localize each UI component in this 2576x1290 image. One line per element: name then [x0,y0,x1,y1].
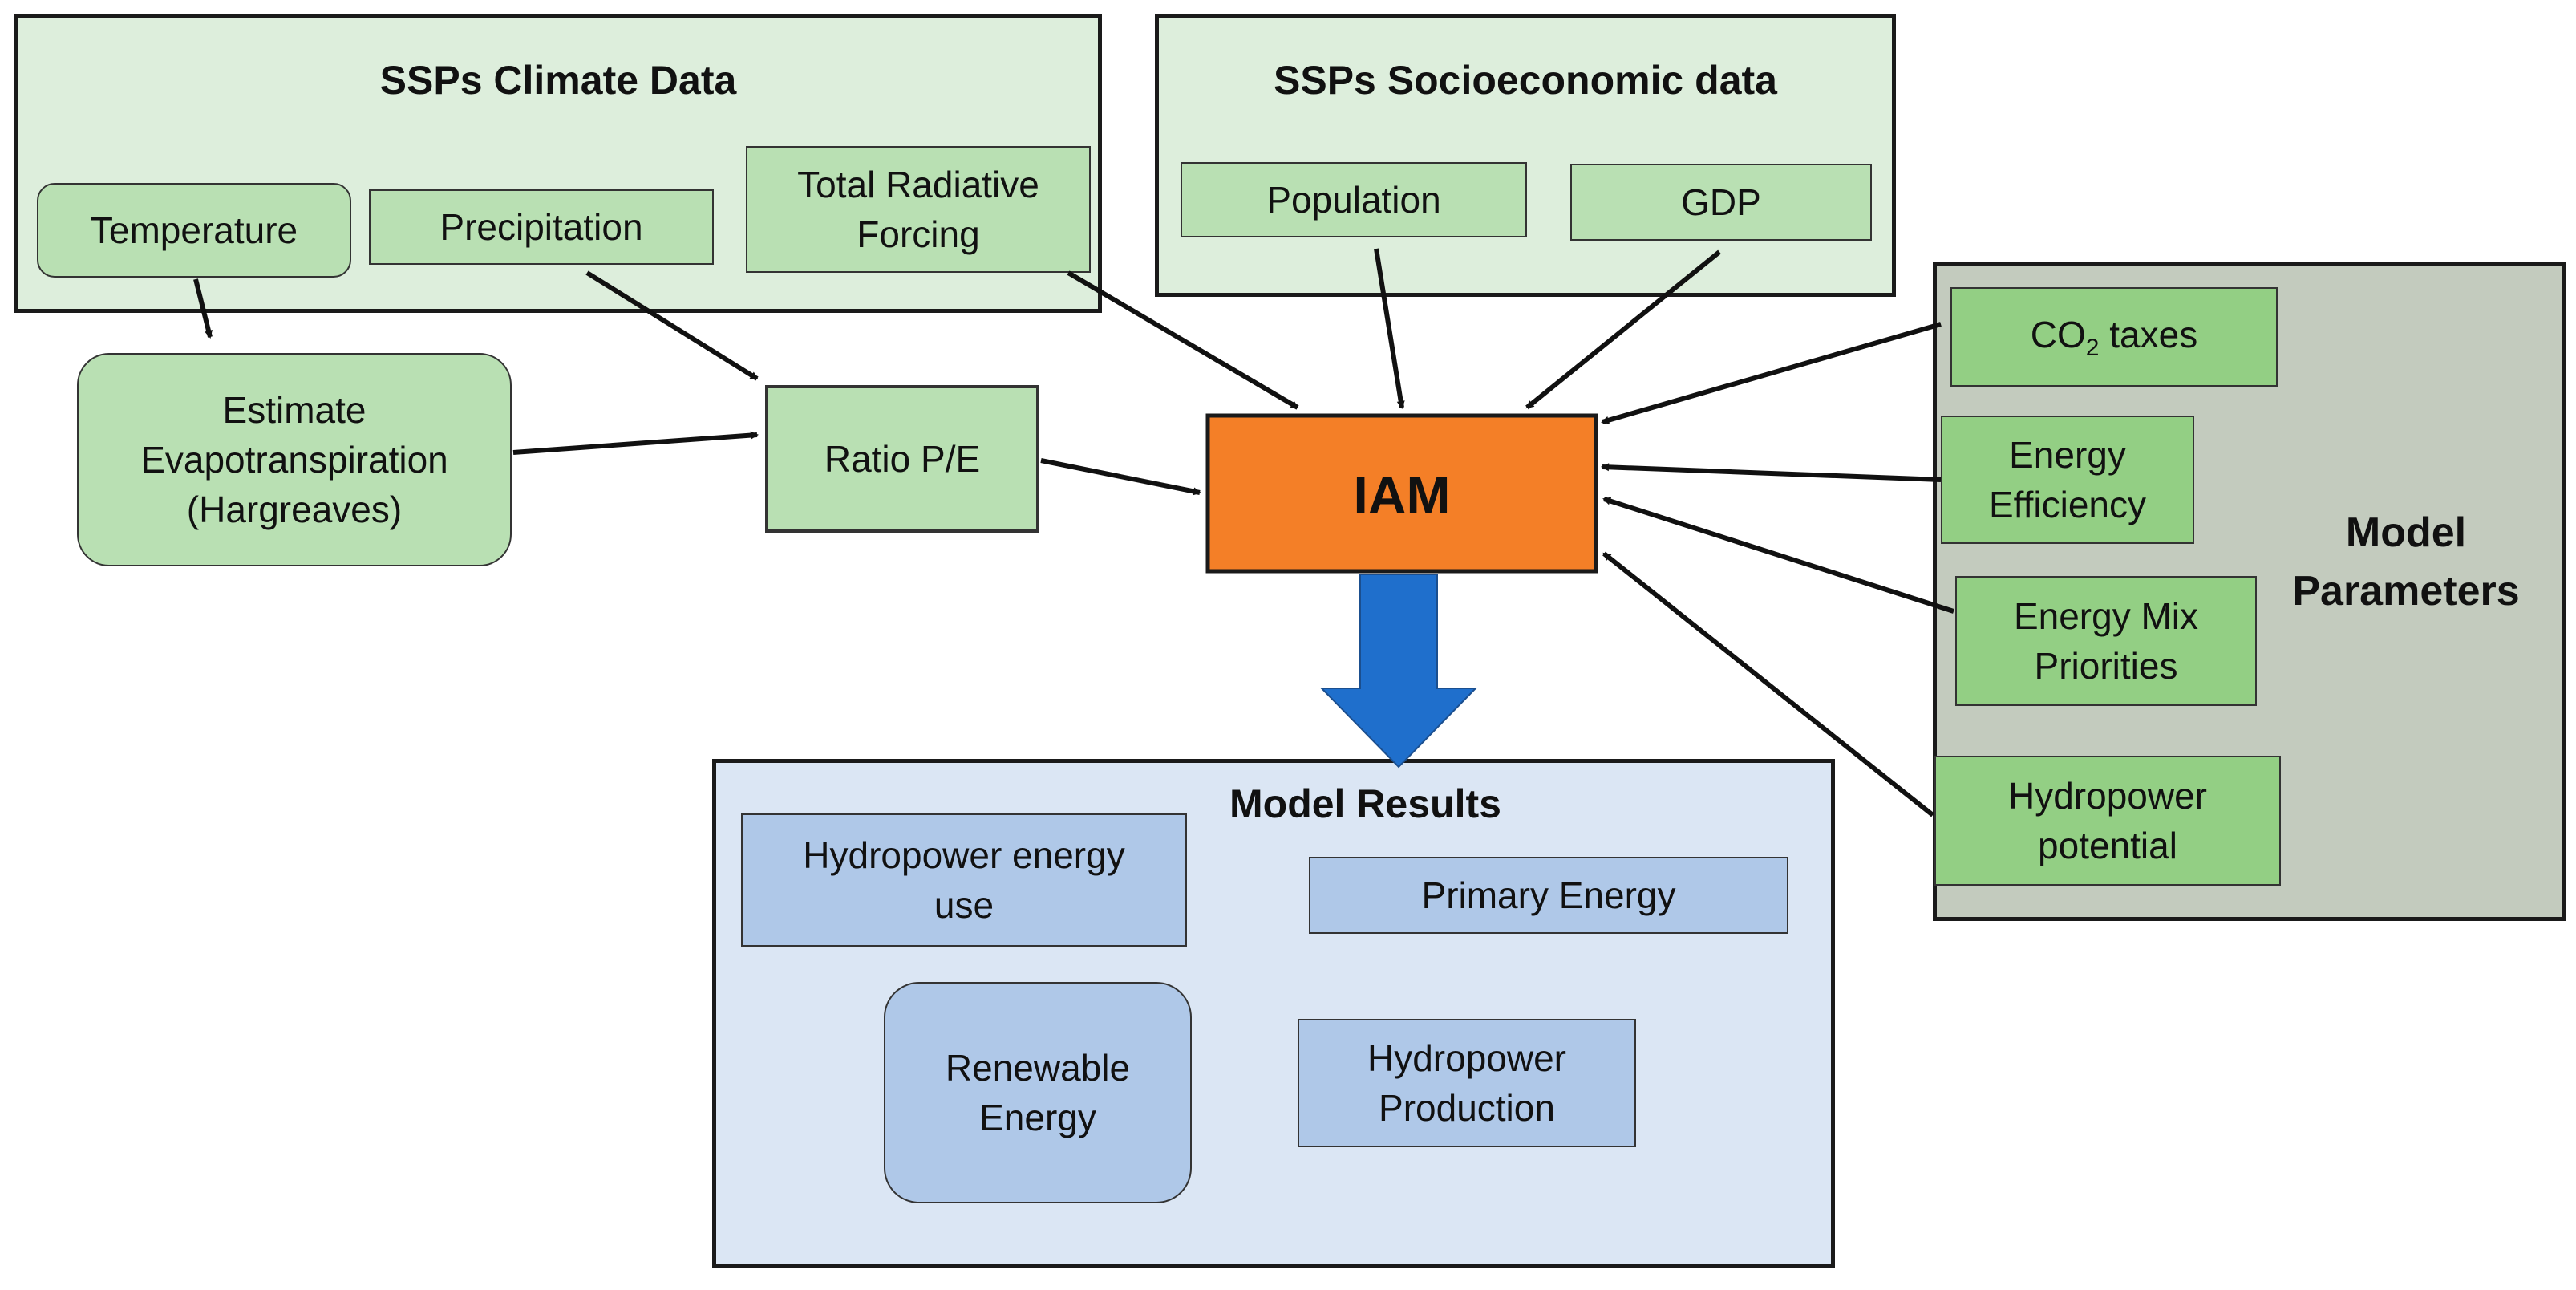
output-arrow [1319,574,1478,769]
hydropower-potential-line-1: Hydropower [2008,774,2207,817]
energy-efficiency-line-2: Efficiency [1988,484,2147,525]
co2-taxes-node[interactable]: CO2 taxes [1950,287,2278,387]
co2-taxes-label: CO2 taxes [2031,310,2197,365]
hydropower-production-node[interactable]: Hydropower Production [1298,1019,1636,1147]
gdp-node[interactable]: GDP [1570,164,1872,241]
energy-mix-priorities-node[interactable]: Energy Mix Priorities [1955,576,2257,706]
model-parameters-title-line-1: Model [2345,509,2467,556]
climate-data-title: SSPs Climate Data [379,58,737,103]
energy-efficiency-node[interactable]: Energy Efficiency [1941,416,2194,544]
model-parameters-title: Model Parameters [2270,504,2542,621]
arrow-co2-to-iam [1601,322,1942,424]
iam-node[interactable] [1205,413,1598,574]
socioeconomic-data-title: SSPs Socioeconomic data [1274,58,1777,103]
arrow-precipitation-to-ratio [585,270,759,381]
ratio-pe-label: Ratio P/E [824,437,981,480]
population-node[interactable]: Population [1181,162,1527,237]
evapotranspiration-line-3: (Hargreaves) [186,489,403,531]
arrow-efficiency-to-iam [1601,463,1942,482]
co2-suffix: taxes [2099,313,2198,355]
precipitation-label: Precipitation [439,205,643,248]
energy-mix-line-1: Energy Mix [2013,594,2199,637]
evapotranspiration-node[interactable]: Estimate Evapotranspiration (Hargreaves) [77,353,512,566]
co2-subscript: 2 [2085,334,2100,361]
energy-efficiency-line-1: Energy [2009,433,2126,476]
renewable-energy-line-2: Energy [979,1097,1096,1138]
primary-energy-node[interactable]: Primary Energy [1309,857,1788,934]
arrow-radiative-to-iam [1067,270,1299,410]
evapotranspiration-line-1: Estimate [222,388,367,431]
arrow-evapotranspiration-to-ratio [512,431,759,455]
hydropower-production-line-1: Hydropower [1367,1036,1566,1079]
hydropower-energy-use-line-2: use [934,884,994,926]
total-radiative-forcing-label: Total Radiative Forcing [797,163,1039,255]
total-radiative-forcing-node[interactable]: Total Radiative Forcing [746,146,1091,273]
model-parameters-title-line-2: Parameters [2292,567,2520,615]
precipitation-node[interactable]: Precipitation [369,189,714,265]
energy-mix-line-2: Priorities [2034,645,2178,687]
co2-prefix: CO [2030,313,2086,355]
temperature-node[interactable]: Temperature [37,183,351,278]
arrow-mix-to-iam [1602,497,1954,614]
gdp-label: GDP [1681,181,1761,223]
primary-energy-label: Primary Energy [1421,874,1676,916]
arrow-ratio-to-iam [1040,458,1201,496]
arrow-temperature-to-evapotranspiration [193,278,213,339]
hydropower-energy-use-line-1: Hydropower energy [803,834,1125,876]
renewable-energy-line-1: Renewable [945,1046,1131,1089]
hydropower-production-line-2: Production [1379,1087,1555,1129]
arrow-hydropotential-to-iam [1602,551,1934,817]
hydropower-energy-use-node[interactable]: Hydropower energy use [741,813,1187,947]
renewable-energy-node[interactable]: Renewable Energy [884,982,1192,1203]
model-results-title: Model Results [1229,781,1501,826]
iam-label: IAM [1354,465,1451,525]
hydropower-potential-node[interactable]: Hydropower potential [1934,756,2281,886]
ratio-pe-node[interactable]: Ratio P/E [765,385,1039,533]
hydropower-potential-line-2: potential [2038,825,2177,866]
population-label: Population [1266,178,1441,221]
arrow-gdp-to-iam [1525,249,1721,410]
socioeconomic-data-group: SSPs Socioeconomic data [1155,14,1896,297]
arrow-population-to-iam [1374,248,1405,409]
evapotranspiration-line-2: Evapotranspiration [140,438,448,481]
temperature-label: Temperature [90,209,298,251]
